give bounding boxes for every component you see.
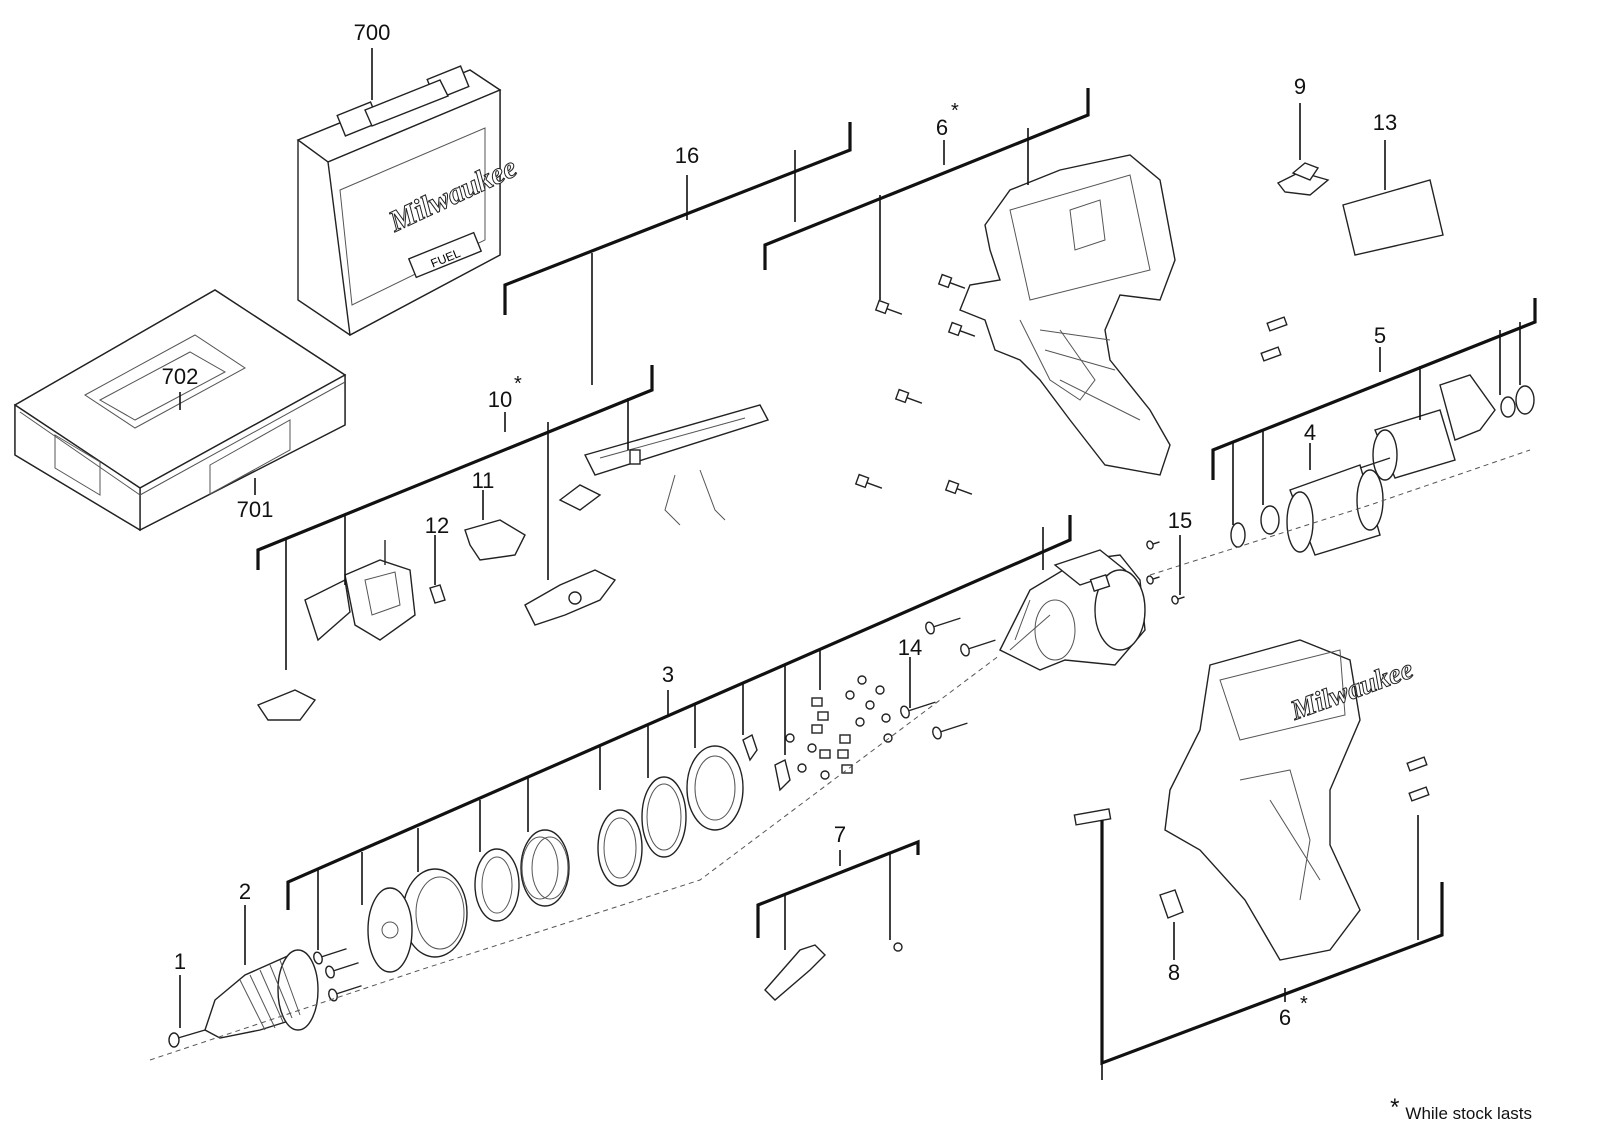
label-1: 1 <box>174 949 186 974</box>
label-700: 700 <box>354 20 391 45</box>
part-1-screw <box>168 1029 206 1048</box>
part-brackets <box>179 48 1537 1080</box>
label-7: 7 <box>834 822 846 847</box>
label-4: 4 <box>1304 420 1316 445</box>
pcb-board <box>558 404 770 526</box>
gearbox-balls <box>785 675 893 780</box>
part-13-label <box>1342 179 1444 256</box>
asterisk-6-top: * <box>951 100 959 122</box>
motor-assembly <box>1230 316 1535 556</box>
label-15: 15 <box>1168 508 1192 533</box>
housing-half-right: Milwaukee <box>1073 639 1430 961</box>
gear-rings <box>367 733 791 973</box>
label-702: 702 <box>162 364 199 389</box>
label-5: 5 <box>1374 323 1386 348</box>
label-16: 16 <box>675 143 699 168</box>
label-6-bottom: 6 <box>1279 1005 1291 1030</box>
front-screws <box>313 948 362 1002</box>
part-2-chuck <box>204 949 319 1039</box>
label-11: 11 <box>472 468 495 493</box>
label-9: 9 <box>1294 74 1306 99</box>
label-8: 8 <box>1168 960 1180 985</box>
gearbox-screws <box>900 540 1185 740</box>
part-7-clip <box>764 942 903 1001</box>
gearbox-assembly <box>999 549 1146 671</box>
label-6-top: 6 <box>936 115 948 140</box>
label-13: 13 <box>1373 110 1397 135</box>
housing-screws <box>854 273 976 495</box>
asterisk-6-bottom: * <box>1300 993 1308 1015</box>
label-2: 2 <box>239 879 251 904</box>
label-14: 14 <box>898 635 922 660</box>
part-8-latch <box>1159 889 1184 919</box>
label-3: 3 <box>662 662 674 687</box>
label-701: 701 <box>237 497 274 522</box>
assembly-axis <box>149 449 1531 1061</box>
label-12: 12 <box>425 513 449 538</box>
footnote-text: While stock lasts <box>1405 1104 1532 1123</box>
part-number-labels: 700 702 701 16 6 * 9 13 5 4 10 * 11 12 1… <box>162 20 1398 1030</box>
part-11-bracket <box>464 519 526 561</box>
footnote-symbol: * <box>1390 1094 1400 1121</box>
label-10: 10 <box>488 387 512 412</box>
asterisk-10: * <box>514 373 522 395</box>
switch-part-10 <box>304 540 416 642</box>
carry-case-closed: Milwaukee FUEL <box>296 65 522 337</box>
part-9-clip <box>1276 162 1330 196</box>
housing-half-left <box>959 154 1176 476</box>
footnote: * While stock lasts <box>1390 1094 1532 1124</box>
part-12-spring <box>429 584 446 604</box>
part-10-plate <box>524 569 617 626</box>
part-10-terminal <box>256 689 317 721</box>
